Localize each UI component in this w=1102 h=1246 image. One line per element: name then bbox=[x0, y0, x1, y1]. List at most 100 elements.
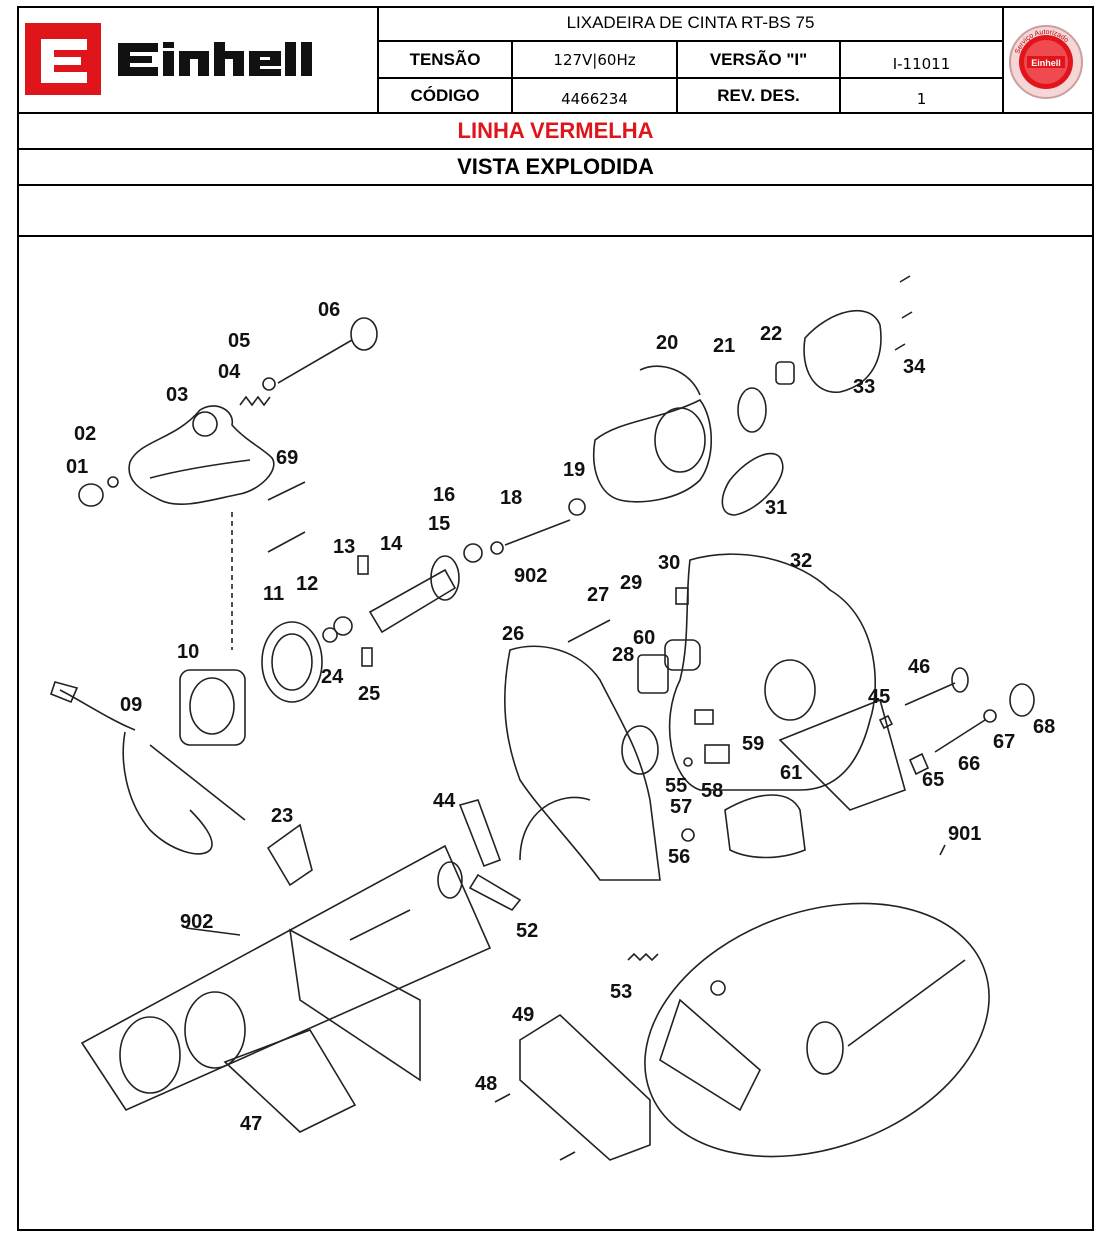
part-69-screw bbox=[267, 481, 306, 501]
part-label-15: 15 bbox=[428, 513, 450, 535]
part-label-61: 61 bbox=[780, 762, 802, 784]
part-label-25: 25 bbox=[358, 683, 380, 705]
part-label-16: 16 bbox=[433, 484, 455, 506]
rev-value: 1 bbox=[916, 90, 927, 108]
part-label-02: 02 bbox=[74, 423, 96, 445]
part-66-rod bbox=[934, 719, 986, 753]
part-label-58: 58 bbox=[701, 780, 723, 802]
part-47-platen bbox=[223, 1029, 357, 1133]
part-label-12: 12 bbox=[296, 573, 318, 595]
part-label-24: 24 bbox=[321, 666, 344, 688]
part-09-cord bbox=[59, 689, 246, 855]
part-label-06: 06 bbox=[318, 299, 340, 321]
part-label-48: 48 bbox=[475, 1073, 497, 1095]
part-61-cover bbox=[724, 794, 806, 859]
einhell-logo bbox=[25, 23, 312, 95]
part-53-spring bbox=[627, 952, 659, 962]
part-label-27: 27 bbox=[587, 584, 609, 606]
code-label: CÓDIGO bbox=[410, 86, 480, 105]
part-label-34: 34 bbox=[903, 356, 926, 378]
part-52-plate bbox=[468, 873, 522, 912]
part-label-14: 14 bbox=[380, 533, 403, 555]
part-23-cone bbox=[266, 823, 313, 887]
logo-area bbox=[17, 6, 379, 113]
voltage-label: TENSÃO bbox=[409, 49, 481, 69]
view-title: VISTA EXPLODIDA bbox=[457, 154, 654, 179]
exploded-view-diagram: 01 02 03 04 05 06 09 10 11 12 13 14 15 1… bbox=[19, 237, 1092, 1229]
part-27-screw bbox=[567, 619, 611, 643]
part-label-56: 56 bbox=[668, 846, 690, 868]
part-68-knob bbox=[1009, 683, 1035, 717]
part-label-47: 47 bbox=[240, 1113, 262, 1135]
part-label-55: 55 bbox=[665, 775, 687, 797]
part-14-armature bbox=[368, 568, 457, 634]
part-10-stator bbox=[179, 669, 246, 746]
header-block: LIXADEIRA DE CINTA RT-BS 75 TENSÃO 127V|… bbox=[17, 6, 1094, 113]
part-13-brush bbox=[357, 555, 369, 575]
part-28-switch bbox=[637, 654, 669, 694]
part-21-gear bbox=[737, 387, 767, 433]
part-label-10: 10 bbox=[177, 641, 199, 663]
part-15-washer bbox=[463, 543, 483, 563]
part-55-screw bbox=[683, 757, 693, 767]
svg-text:Einhell: Einhell bbox=[1031, 58, 1061, 68]
part-label-69: 69 bbox=[276, 447, 298, 469]
part-22-pinion bbox=[775, 361, 795, 385]
part-label-901: 901 bbox=[948, 823, 981, 845]
part-67-washer bbox=[983, 709, 997, 723]
part-label-52: 52 bbox=[516, 920, 538, 942]
product-title: LIXADEIRA DE CINTA RT-BS 75 bbox=[566, 13, 815, 32]
line-title: LINHA VERMELHA bbox=[457, 118, 654, 143]
part-label-46: 46 bbox=[908, 656, 930, 678]
part-label-65: 65 bbox=[922, 769, 944, 791]
part-46-bolt bbox=[904, 682, 956, 706]
part-label-59: 59 bbox=[742, 733, 764, 755]
part-label-44: 44 bbox=[433, 790, 456, 812]
part-12-bearing bbox=[322, 627, 338, 643]
part-65-spring bbox=[908, 752, 930, 776]
part-label-20: 20 bbox=[656, 332, 678, 354]
part-label-45: 45 bbox=[868, 686, 890, 708]
part-label-09: 09 bbox=[120, 694, 142, 716]
part-56-nut bbox=[681, 828, 695, 842]
part-18-shaft bbox=[504, 519, 571, 546]
part-58-bracket bbox=[704, 744, 730, 764]
version-label: VERSÃO "I" bbox=[709, 49, 808, 69]
part-label-05: 05 bbox=[228, 330, 250, 352]
part-label-22: 22 bbox=[760, 323, 782, 345]
part-44-guard bbox=[458, 799, 502, 868]
part-25-brush bbox=[361, 647, 373, 667]
part-label-33: 33 bbox=[853, 376, 875, 398]
part-label-01: 01 bbox=[66, 456, 88, 478]
part-label-53: 53 bbox=[610, 981, 632, 1003]
part-45-spring bbox=[878, 714, 894, 730]
part-16-washer bbox=[490, 541, 504, 555]
authorized-service-seal: Einhell Serviço Autorizado bbox=[1009, 25, 1083, 99]
part-label-19: 19 bbox=[563, 459, 585, 481]
part-19-bearing bbox=[568, 498, 586, 516]
part-901-group bbox=[644, 902, 990, 1158]
part-label-21: 21 bbox=[713, 335, 735, 357]
part-49-base bbox=[519, 1013, 651, 1161]
part-label-11: 11 bbox=[263, 583, 284, 605]
part-label-03: 03 bbox=[166, 384, 188, 406]
part-label-26: 26 bbox=[502, 623, 524, 645]
part-label-31: 31 bbox=[765, 497, 787, 519]
part-label-30: 30 bbox=[658, 552, 680, 574]
part-04-spring bbox=[239, 395, 271, 407]
part-label-66: 66 bbox=[958, 753, 980, 775]
part-label-49: 49 bbox=[512, 1004, 534, 1026]
part-label-23: 23 bbox=[271, 805, 293, 827]
part-label-32: 32 bbox=[790, 550, 812, 572]
part-48-screw bbox=[494, 1093, 511, 1103]
part-34-screw bbox=[899, 275, 911, 283]
part-902-group bbox=[80, 844, 492, 1112]
voltage-value: 127V|60Hz bbox=[553, 50, 636, 69]
part-33-cover bbox=[803, 309, 882, 393]
part-31-belt bbox=[721, 452, 784, 516]
part-label-67: 67 bbox=[993, 731, 1015, 753]
part-label-28: 28 bbox=[612, 644, 634, 666]
part-02-screw bbox=[107, 476, 119, 488]
part-05-washer bbox=[262, 377, 276, 391]
part-20-gear-housing bbox=[593, 398, 713, 503]
